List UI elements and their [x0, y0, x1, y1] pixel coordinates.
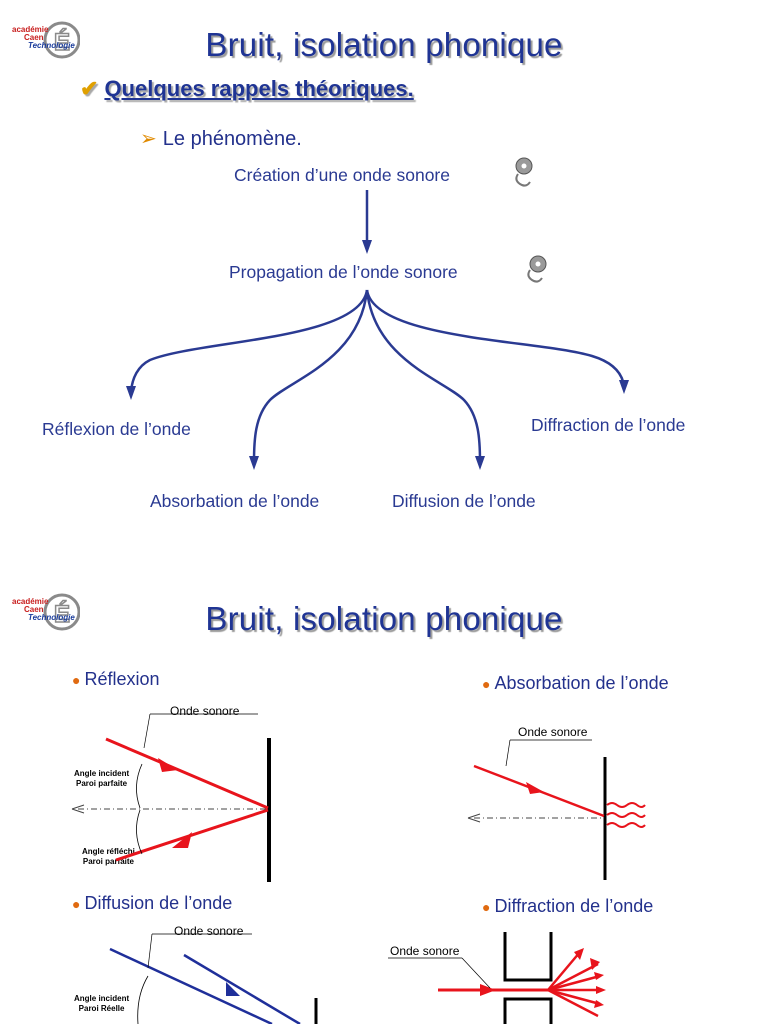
section-reflexion-label: Réflexion: [84, 669, 160, 689]
bullet-dot-icon: ●: [72, 672, 81, 688]
section-diffraction: ●Diffraction de l’onde: [482, 896, 653, 917]
angle-incident-label: Angle incident Paroi parfaite: [74, 769, 129, 789]
svg-text:É: É: [54, 28, 70, 56]
incident-ray: [105, 737, 269, 810]
flow-diffraction: Diffraction de l’onde: [531, 415, 686, 435]
angle-incident-reelle-label: Angle incident Paroi Réelle: [74, 994, 129, 1014]
logo-line-1: académie: [12, 597, 49, 606]
slide-1: É académie Caen Technologie Bruit, isola…: [10, 8, 686, 511]
section-diffusion-label: Diffusion de l’onde: [84, 893, 233, 913]
section-subtitle: ✔Quelques rappels théoriques.: [80, 76, 414, 102]
section-diffusion: ●Diffusion de l’onde: [72, 893, 232, 914]
slide-2: É académie Caen Technologie Bruit, isola…: [0, 512, 768, 1024]
logo-line-3: Technologie: [28, 41, 75, 50]
paroi-reelle-text: Paroi Réelle: [78, 1004, 125, 1013]
angle-incident-text: Angle incident: [74, 769, 130, 778]
flow-absorbation: Absorbation de l’onde: [150, 491, 320, 511]
angle-incident-text: Angle incident: [74, 994, 130, 1003]
diffusion-diagram: [109, 933, 318, 1024]
flow-diagram-arrows: [126, 157, 629, 470]
flow-reflexion: Réflexion de l’onde: [42, 419, 191, 439]
onde-sonore-label: Onde sonore: [174, 924, 244, 938]
section-reflexion: ●Réflexion: [72, 669, 160, 690]
reflexion-diagram: [71, 713, 271, 882]
paroi-parfaite-text: Paroi parfaite: [75, 779, 128, 788]
film-reel-icon: [515, 157, 533, 187]
checkmark-icon: ✔: [80, 76, 99, 101]
branch-diffusion: [365, 289, 482, 463]
academie-logo: É académie Caen Technologie: [10, 580, 80, 636]
phenomenon-text: Le phénomène.: [162, 128, 302, 150]
scattered-ray: [183, 953, 301, 1024]
onde-sonore-label: Onde sonore: [170, 704, 240, 718]
bullet-dot-icon: ●: [482, 899, 491, 915]
e-logo-icon: É: [43, 593, 80, 631]
logo-line-2: Caen: [24, 605, 44, 614]
absorbation-diagram: [467, 739, 646, 880]
angle-reflechi-label: Angle réfléchi Paroi parfaite: [82, 847, 135, 867]
academie-logo: É académie Caen Technologie: [10, 8, 80, 64]
logo-line-2: Caen: [24, 33, 44, 42]
logo-line-1: académie: [12, 25, 49, 34]
diffraction-diagram: [388, 932, 606, 1024]
e-logo-icon: É: [43, 21, 80, 59]
section-absorbation: ●Absorbation de l’onde: [482, 673, 669, 694]
subtitle-text: Quelques rappels théoriques.: [104, 76, 414, 101]
page-title: Bruit, isolation phonique: [205, 26, 563, 63]
reflected-ray: [115, 808, 269, 862]
onde-sonore-label: Onde sonore: [518, 725, 588, 739]
section-diffraction-label: Diffraction de l’onde: [494, 896, 654, 916]
bullet-dot-icon: ●: [72, 896, 81, 912]
incident-ray: [109, 947, 273, 1024]
paroi-parfaite-text: Paroi parfaite: [82, 857, 135, 866]
onde-sonore-label: Onde sonore: [390, 944, 460, 958]
flow-propagation: Propagation de l’onde sonore: [229, 262, 458, 282]
branch-reflexion: [129, 289, 369, 393]
page-title: Bruit, isolation phonique: [205, 600, 563, 637]
wave-diagrams: [71, 713, 646, 1024]
section-absorbation-label: Absorbation de l’onde: [494, 673, 669, 693]
flow-creation: Création d’une onde sonore: [234, 165, 450, 185]
film-reel-icon: [527, 255, 547, 283]
branch-absorbation: [252, 289, 369, 463]
phenomenon-bullet: ➢Le phénomène.: [140, 126, 302, 151]
bullet-dot-icon: ●: [482, 676, 491, 692]
flow-diffusion: Diffusion de l’onde: [392, 491, 536, 511]
branch-diffraction: [365, 289, 626, 387]
logo-line-3: Technologie: [28, 613, 75, 622]
svg-text:É: É: [54, 600, 70, 628]
angle-reflechi-text: Angle réfléchi: [82, 847, 135, 856]
arrow-bullet-icon: ➢: [140, 128, 157, 150]
